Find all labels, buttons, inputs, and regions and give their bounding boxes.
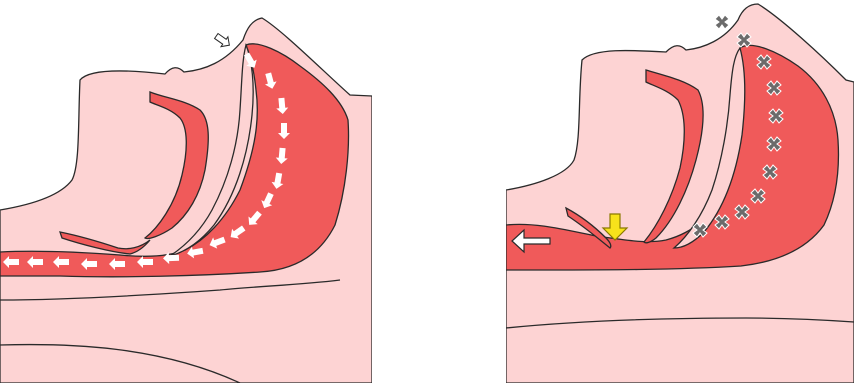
obstructed-airway-panel (506, 0, 854, 383)
open-airway-panel (0, 0, 372, 383)
airflow-arrow-icon (213, 31, 233, 50)
snore-vibration-icon (715, 15, 729, 29)
